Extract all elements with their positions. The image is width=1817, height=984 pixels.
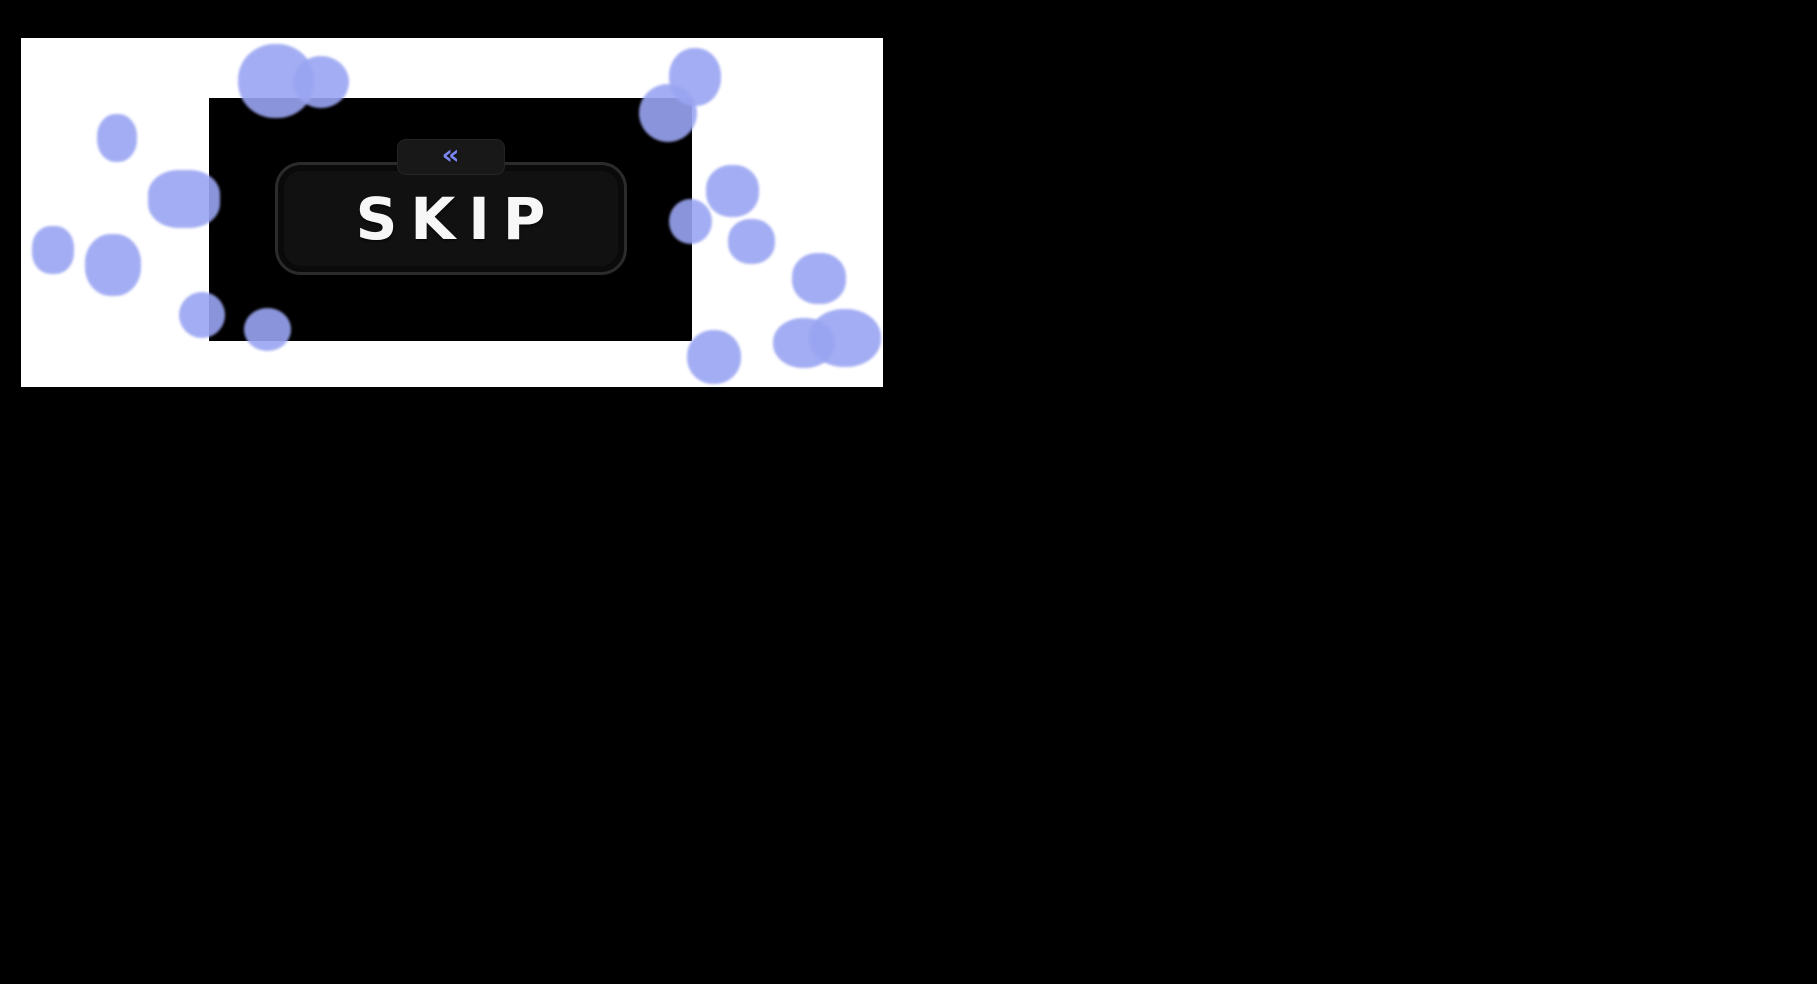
skip-panel: « SKIP: [209, 98, 692, 341]
collapse-tab[interactable]: «: [396, 138, 505, 175]
paint-stroke: [32, 226, 74, 274]
paint-stroke: [97, 114, 137, 162]
skip-button-label: SKIP: [355, 184, 559, 253]
paint-stroke: [706, 165, 759, 217]
paint-stroke: [773, 318, 835, 368]
paint-stroke: [85, 234, 141, 296]
paint-stroke: [809, 309, 881, 367]
paint-stroke: [792, 253, 846, 304]
drawing-canvas[interactable]: « SKIP: [21, 38, 883, 387]
collapse-chevron-icon: «: [441, 138, 460, 171]
paint-stroke: [687, 330, 741, 384]
skip-button[interactable]: SKIP: [274, 162, 627, 275]
paint-stroke: [728, 219, 775, 264]
